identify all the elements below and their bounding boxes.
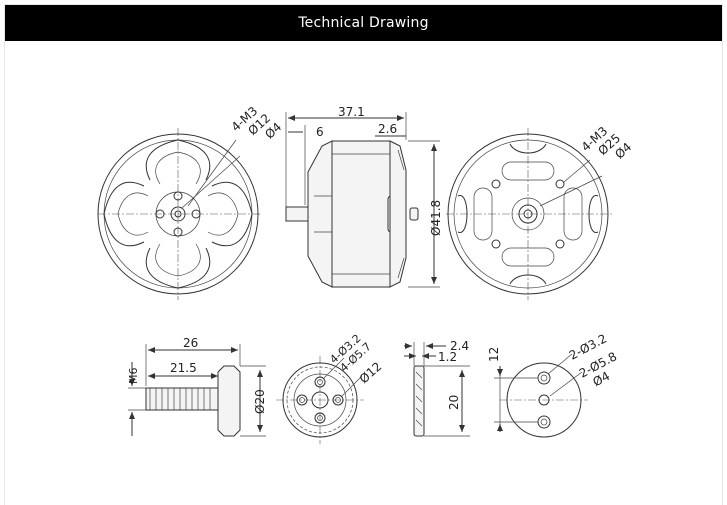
motor-front-outline — [97, 133, 259, 295]
dim-shaft-length: 26 — [183, 336, 198, 350]
mount-plate-view: 12 2-Ø3.2 2-Ø5.8 Ø4 — [487, 331, 619, 438]
dim-shaft: 6 — [316, 125, 324, 139]
prop-adapter-front-view: 4-Ø3.2 4-Ø5.7 Ø12 — [276, 332, 385, 444]
prop-adapter-side-view: 2.4 1.2 20 — [404, 339, 470, 437]
prop-shaft-view: 26 21.5 M6 Ø20 — [127, 336, 267, 437]
motor-bell — [331, 140, 391, 288]
header-title: Technical Drawing — [298, 15, 429, 31]
dim-shaft-inner: 21.5 — [170, 361, 197, 375]
dim-thread: M6 — [127, 368, 140, 385]
adapter-outline — [282, 362, 358, 438]
motor-back-view: 4-M3 Ø25 Ø4 — [446, 124, 634, 300]
dim-adapter-d: Ø12 — [357, 359, 385, 386]
dim-adapter-h: 20 — [447, 395, 461, 410]
shaft-flange — [217, 365, 241, 437]
dim-gap: 2.6 — [378, 122, 397, 136]
shaft-thread — [145, 387, 219, 411]
mount-outline — [506, 362, 582, 438]
motor-side-view: 37.1 6 2.6 Ø41.8 — [285, 105, 443, 288]
section-header: Technical Drawing — [5, 5, 722, 41]
dim-mount-pitch: 12 — [487, 347, 501, 362]
dim-length: 37.1 — [338, 105, 365, 119]
dim-motor-diameter: Ø41.8 — [429, 200, 443, 236]
adapter-plate — [413, 365, 425, 437]
motor-front-view: 4-M3 Ø12 Ø4 — [97, 104, 284, 300]
motor-back-outline — [447, 133, 609, 295]
dim-adapter-t2: 1.2 — [438, 350, 457, 364]
dim-adapter-t1: 2.4 — [450, 339, 469, 353]
dim-shaft-diameter: Ø20 — [253, 389, 267, 414]
